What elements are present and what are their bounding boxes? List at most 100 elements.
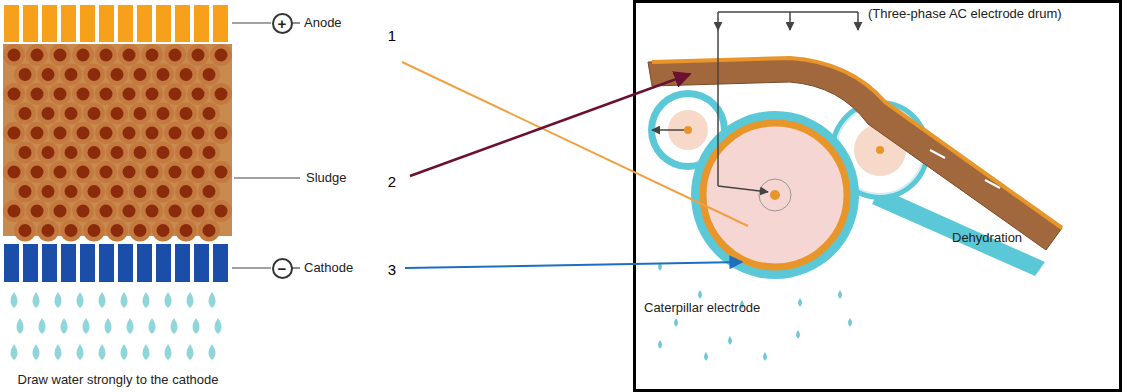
sludge-particle: [106, 64, 128, 86]
water-drop: [187, 344, 194, 360]
water-drop: [674, 318, 678, 327]
sludge-layer: [3, 44, 232, 236]
water-drop: [61, 318, 68, 334]
sludge-particle: [95, 44, 117, 66]
water-drop: [83, 318, 90, 334]
sludge-particle: [83, 64, 105, 86]
water-drop: [171, 318, 178, 334]
water-drop: [763, 352, 767, 361]
sludge-particle: [118, 83, 140, 105]
supply-wire: [857, 12, 859, 30]
supply-wire: [789, 12, 791, 30]
cathode-bar: [99, 244, 114, 282]
anode-bar: [118, 5, 133, 42]
drum-axle: [876, 146, 884, 154]
water-drop: [99, 344, 106, 360]
sludge-particle: [141, 122, 163, 144]
supply-wire: [718, 11, 858, 13]
sludge-particle: [187, 122, 209, 144]
sludge-particle: [187, 161, 209, 183]
anode-bar: [213, 5, 228, 42]
drum-axle: [770, 190, 780, 200]
sludge-particle: [175, 64, 197, 86]
sludge-particle: [129, 64, 151, 86]
cathode-bar: [23, 244, 38, 282]
anode-bar: [194, 5, 209, 42]
sludge-particle: [3, 122, 25, 144]
sludge-particle: [49, 122, 71, 144]
sludge-particle: [14, 64, 36, 86]
water-drop: [121, 292, 128, 308]
sludge-particle: [164, 44, 186, 66]
cathode-bar: [118, 244, 133, 282]
sludge-particle: [3, 44, 25, 66]
callout-number: 1: [388, 27, 396, 44]
rotation-mark: [759, 179, 791, 211]
water-drop: [798, 298, 802, 307]
sludge-particle: [210, 200, 232, 222]
water-drop: [838, 290, 842, 299]
sludge-particle: [49, 200, 71, 222]
sludge-particle: [37, 142, 59, 164]
sludge-particle: [83, 220, 105, 242]
cathode-bar: [175, 244, 190, 282]
sludge-particle: [95, 161, 117, 183]
anode-bar: [23, 5, 38, 42]
belt-direction: [930, 150, 1000, 188]
sludge-particle: [37, 103, 59, 125]
water-drop: [698, 290, 702, 299]
polarity-symbol: −: [272, 258, 293, 279]
water-drop: [55, 344, 62, 360]
illustration-frame: [635, 2, 1121, 391]
water-drop: [105, 318, 112, 334]
sludge-particle: [175, 220, 197, 242]
sludge-particle: [26, 122, 48, 144]
cathode-bar: [156, 244, 171, 282]
water-drop: [848, 318, 852, 327]
drum-axle: [684, 126, 692, 134]
sludge-particle: [60, 142, 82, 164]
cathode-bar: [194, 244, 209, 282]
cathode-wire: [292, 267, 300, 268]
water-drop: [17, 318, 24, 334]
polarity-sign: −: [278, 261, 287, 276]
part-name: Sludge: [306, 171, 346, 186]
sludge-particle: [118, 44, 140, 66]
sludge-particle: [26, 200, 48, 222]
anode-bar: [42, 5, 57, 42]
sludge-particle: [83, 142, 105, 164]
anode-bar: [61, 5, 76, 42]
sludge-particle: [152, 181, 174, 203]
part-name: Anode: [304, 16, 342, 31]
cathode-bar: [4, 244, 19, 282]
sludge-particle: [95, 83, 117, 105]
water-drop: [99, 292, 106, 308]
water-drop: [704, 352, 708, 361]
sludge-particle: [118, 122, 140, 144]
sludge-particle: [83, 103, 105, 125]
sludge-particle: [118, 161, 140, 183]
polarity-sign: +: [278, 16, 287, 31]
water-drop: [165, 292, 172, 308]
sludge-particle: [26, 44, 48, 66]
supply-wire: [717, 30, 719, 186]
sludge-particle: [141, 83, 163, 105]
sludge-particle: [164, 200, 186, 222]
sludge-particle: [187, 200, 209, 222]
sludge-particle: [49, 83, 71, 105]
sludge-particle: [3, 161, 25, 183]
anode-wire: [232, 22, 271, 23]
water-drop: [127, 318, 134, 334]
sludge-particle: [198, 181, 220, 203]
sludge-particle: [198, 103, 220, 125]
sludge-particle: [129, 103, 151, 125]
sludge-particle: [129, 220, 151, 242]
anode-bar: [80, 5, 95, 42]
sludge-particle: [164, 83, 186, 105]
sludge-particle: [198, 142, 220, 164]
sludge-particle: [3, 200, 25, 222]
water-drop: [215, 318, 222, 334]
sludge-particle: [129, 142, 151, 164]
supply-wire: [652, 129, 684, 131]
water-drop: [33, 344, 40, 360]
